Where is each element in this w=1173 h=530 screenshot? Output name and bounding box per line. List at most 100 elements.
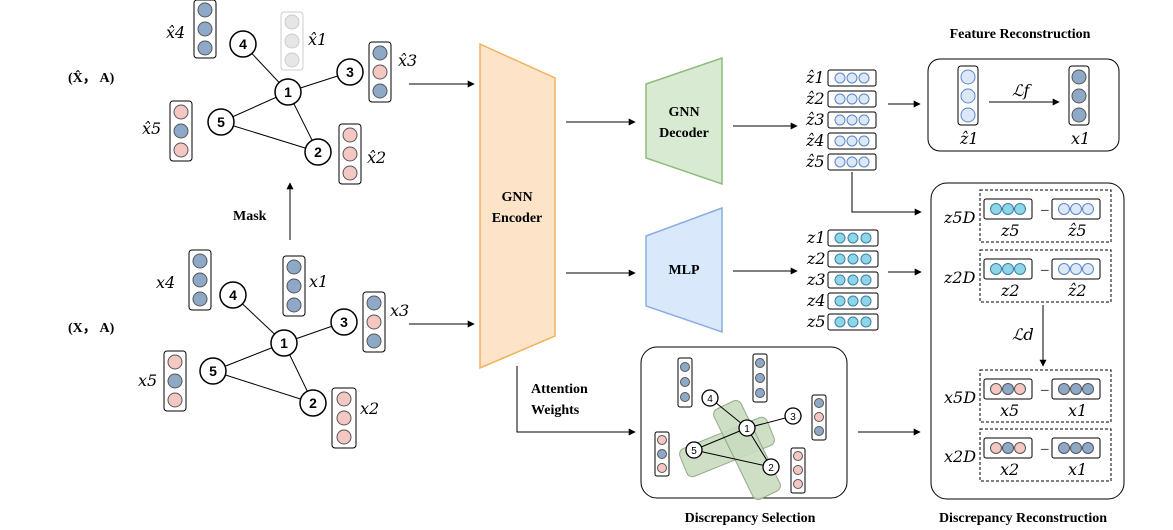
feature-vector-x3 [362, 291, 386, 353]
svg-text:4: 4 [239, 36, 247, 52]
zhat-row-2 [827, 90, 877, 108]
x4-label: x4 [156, 273, 175, 292]
disc-row3-head: x5D [944, 388, 976, 407]
feature-vector-x2 [331, 387, 357, 449]
encoder-label-2: Encoder [492, 211, 543, 226]
loss-d-label: ℒd [1012, 325, 1034, 344]
feature-recon-title: Feature Reconstruction [950, 27, 1091, 42]
svg-text:4: 4 [707, 394, 713, 405]
svg-text:5: 5 [217, 114, 225, 130]
gnn-encoder: GNN Encoder [479, 42, 556, 370]
zhat-row-3 [827, 111, 877, 129]
z-row-5 [827, 313, 879, 331]
z-vectors: z1 z2 z3 z4 z5 [806, 228, 879, 331]
hat-x4-label: x̂4 [166, 23, 185, 42]
svg-text:3: 3 [340, 314, 348, 330]
disc-row4-a: x2 [1000, 460, 1019, 479]
feature-vector-x4 [188, 249, 212, 311]
svg-text:4: 4 [229, 287, 237, 303]
svg-text:1: 1 [280, 335, 288, 351]
z-row-1 [827, 229, 879, 247]
hat-x1-label: x̂1 [308, 30, 327, 49]
svg-text:5: 5 [209, 363, 217, 379]
feature-vector-hat-x4 [193, 0, 217, 59]
svg-text:–: – [1040, 202, 1049, 218]
disc-row1-a: z5 [1000, 221, 1020, 240]
masked-graph: (X̂， A) x̂4 x̂1 x̂3 [68, 0, 417, 185]
svg-text:2: 2 [309, 395, 317, 411]
graph-node-5: 5 [199, 357, 227, 385]
zhat-row-1 [827, 69, 877, 87]
disc-row1-head: z5D [943, 208, 976, 227]
zhat-label-1: ẑ1 [805, 68, 825, 87]
mlp-block: MLP [645, 206, 723, 334]
feature-vector-hat-x5 [169, 100, 193, 162]
discrepancy-selection-panel: Discrepancy Selection 1 2 3 4 5 [640, 346, 848, 526]
feature-recon-right-label: x1 [1071, 129, 1090, 148]
z-label-5: z5 [806, 312, 826, 331]
decoder-label-2: Decoder [659, 126, 709, 141]
zhat-row-5 [827, 153, 877, 171]
disc-row3-b: x1 [1068, 401, 1087, 420]
graph-node-2: 2 [304, 138, 332, 166]
svg-text:1: 1 [744, 424, 750, 435]
selection-node-2: 2 [762, 458, 780, 476]
feature-vector-hat-x3 [368, 41, 392, 103]
attention-label-1: Attention [531, 382, 588, 397]
svg-text:–: – [1040, 262, 1049, 278]
graph-node-3: 3 [336, 58, 364, 86]
svg-text:1: 1 [284, 84, 292, 100]
attention-label-2: Weights [531, 403, 580, 418]
graph-node-2: 2 [299, 389, 327, 417]
zhat-label-5: ẑ5 [805, 152, 825, 171]
encoder-label-1: GNN [501, 190, 532, 205]
z-row-2 [827, 250, 879, 268]
disc-row1-b: ẑ5 [1067, 221, 1087, 240]
disc-row4-b: x1 [1068, 460, 1087, 479]
disc-row2-head: z2D [943, 268, 976, 287]
feature-reconstruction-panel: Feature Reconstruction ℒf ẑ1 x1 [927, 27, 1120, 152]
svg-text:3: 3 [790, 412, 796, 423]
zhat-row-4 [827, 132, 877, 150]
input-graph-title: (X， A) [68, 321, 115, 336]
svg-text:2: 2 [314, 144, 322, 160]
selection-node-1: 1 [738, 419, 756, 437]
masked-graph-title: (X̂， A) [68, 69, 115, 86]
z-label-3: z3 [806, 270, 826, 289]
loss-f-label: ℒf [1012, 81, 1033, 100]
hat-x5-label: x̂5 [142, 119, 161, 138]
x5-label: x5 [138, 371, 157, 390]
x1-label: x1 [309, 272, 328, 291]
arrow-zhat-to-discrepancy [851, 172, 922, 216]
feature-recon-left-label: ẑ1 [959, 129, 979, 148]
discrepancy-selection-title: Discrepancy Selection [685, 511, 816, 526]
graph-node-4: 4 [219, 281, 247, 309]
input-graph: (X， A) x4 x1 x3 [68, 249, 409, 449]
gnn-decoder: GNN Decoder [645, 56, 723, 186]
z-row-3 [827, 271, 879, 289]
svg-text:3: 3 [346, 64, 354, 80]
selection-node-3: 3 [784, 407, 802, 425]
svg-text:5: 5 [691, 446, 697, 457]
zhat-label-2: ẑ2 [805, 89, 825, 108]
z-label-1: z1 [806, 228, 826, 247]
hat-x3-label: x̂3 [398, 51, 417, 70]
hat-x2-label: x̂2 [367, 148, 386, 167]
graph-node-1: 1 [270, 329, 298, 357]
z-label-4: z4 [806, 291, 826, 310]
mlp-label: MLP [668, 263, 700, 278]
feature-vector-x1 [282, 255, 306, 317]
discrepancy-reconstruction-panel: Discrepancy Reconstruction – z5D z5 ẑ5 –… [930, 182, 1125, 526]
discrepancy-recon-title: Discrepancy Reconstruction [939, 511, 1107, 526]
svg-text:2: 2 [768, 463, 774, 474]
arrow-attention-weights [516, 366, 636, 436]
x3-label: x3 [390, 301, 409, 320]
feature-vector-hat-x2 [338, 123, 362, 185]
graph-node-3: 3 [330, 308, 358, 336]
feature-vector-hat-x1 [280, 11, 304, 71]
disc-row2-b: ẑ2 [1067, 281, 1087, 300]
svg-text:–: – [1040, 382, 1049, 398]
z-row-4 [827, 292, 879, 310]
graph-node-5: 5 [207, 108, 235, 136]
